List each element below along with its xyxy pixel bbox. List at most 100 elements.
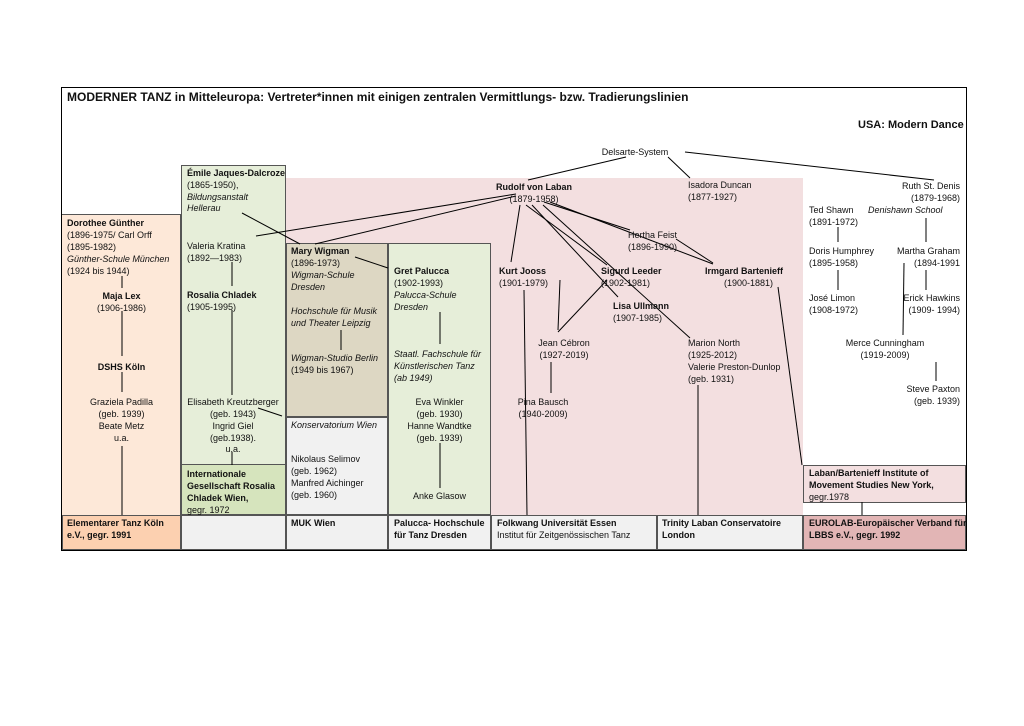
preston-name: Valerie Preston-Dunlop <box>688 362 781 372</box>
kreutzberger-name: Elisabeth Kreutzberger <box>187 397 279 407</box>
link-laban-leeder <box>525 204 608 266</box>
laban-name: Rudolf von Laban <box>496 182 572 192</box>
igrcw-line-4: gegr. 1972 <box>187 505 230 515</box>
shawn-name: Ted Shawn <box>809 205 854 215</box>
ullmann-years: (1907-1985) <box>613 313 663 323</box>
winkler-years: (geb. 1930) <box>416 409 463 419</box>
lex-years: (1906-1986) <box>96 303 147 313</box>
metz-name: Beate Metz <box>98 421 145 431</box>
bartenieff-name: Irmgard Bartenieff <box>705 266 784 276</box>
footer-eurolab-box <box>803 515 966 550</box>
kreutzberger-ua: u.a. <box>225 444 241 454</box>
link-leeder-cebron-2 <box>557 279 561 331</box>
footer-folkwang-box <box>491 515 657 550</box>
diagram-frame <box>61 87 967 551</box>
laban-years: (1879-1958) <box>509 194 559 204</box>
link-laban-ullmann <box>531 204 619 298</box>
north-name: Marion North <box>688 338 741 348</box>
wigman-school-2: Dresden <box>291 282 326 292</box>
footer-palucca-line-1: Palucca- Hochschule <box>394 518 485 528</box>
link-laban-wigman <box>314 195 517 245</box>
paxton-years: (geb. 1939) <box>913 396 960 406</box>
link-laban-kratina <box>255 193 517 237</box>
ullmann-name: Lisa Ullmann <box>613 301 670 311</box>
wigman-studio-2: (1949 bis 1967) <box>291 365 354 375</box>
dalcroze-school-2: Hellerau <box>187 203 221 213</box>
footer-muk: MUK Wien <box>291 518 336 528</box>
dalcroze-school-1: Bildungsanstalt <box>187 192 249 202</box>
shawn-years: (1891-1972) <box>809 217 859 227</box>
footer-trinity-line-1: Trinity Laban Conservatoire <box>662 518 782 528</box>
footer-eurolab-line-1: EUROLAB-Europäischer Verband für <box>809 518 967 528</box>
footer-folkwang-line-1: Folkwang Universität Essen <box>497 518 617 528</box>
usa-heading: USA: Modern Dance <box>858 119 964 131</box>
konservatorium-box <box>286 417 388 515</box>
laban-institute-box <box>803 465 966 503</box>
link-jooss-folkwang <box>523 289 528 516</box>
limon-years: (1908-1972) <box>809 305 859 315</box>
palucca-school-1: Palucca-Schule <box>394 290 457 300</box>
leeder-name: Sigurd Leeder <box>601 266 662 276</box>
palucca-years: (1902-1993) <box>394 278 444 288</box>
igrcw-line-2: Gesellschaft Rosalia <box>187 481 276 491</box>
stdenis-years: (1879-1968) <box>910 193 960 203</box>
footer-koeln-line-1: Elementarer Tanz Köln <box>67 518 164 528</box>
lex-name: Maja Lex <box>102 291 141 301</box>
aichinger-name: Manfred Aichinger <box>291 478 364 488</box>
link-graham-cunningham <box>902 262 905 336</box>
kratina-name: Valeria Kratina <box>187 241 246 251</box>
north-years: (1925-2012) <box>688 350 738 360</box>
cebron-name: Jean Cébron <box>538 338 590 348</box>
denishawn-school: Denishawn School <box>868 205 943 215</box>
glasow-name: Anke Glasow <box>412 491 467 501</box>
footer-folkwang-line-2: Institut für Zeitgenössischen Tanz <box>497 530 631 540</box>
kreutzberger-years: (geb. 1943) <box>209 409 257 419</box>
giel-name: Ingrid Giel <box>212 421 254 431</box>
bartenieff-years: (1900-1881) <box>724 278 774 288</box>
graham-name: Martha Graham <box>896 246 960 256</box>
bausch-years: (1940-2009) <box>518 409 568 419</box>
dshs-node: DSHS Köln <box>97 362 146 372</box>
palucca-name: Gret Palucca <box>394 266 450 276</box>
aichinger-years: (geb. 1960) <box>291 490 338 500</box>
link-laban-north <box>542 204 691 339</box>
wigman-name: Mary Wigman <box>291 246 350 256</box>
graham-years: (1894-1991 <box>913 258 960 268</box>
footer-chladek-box <box>181 515 286 550</box>
footer-trinity-box <box>657 515 803 550</box>
leeder-years: (1902-1981) <box>601 278 651 288</box>
winkler-name: Eva Winkler <box>415 397 464 407</box>
footer-koeln-line-2: e.V., gegr. 1991 <box>67 530 132 540</box>
guenther-line-2: (1895-1982) <box>67 242 117 252</box>
hawkins-name: Erick Hawkins <box>903 293 960 303</box>
feist-years: (1896-1990) <box>628 242 678 252</box>
wandtke-years: (geb. 1939) <box>416 433 463 443</box>
link-delsarte-stdenis <box>684 151 935 181</box>
footer-palucca-line-2: für Tanz Dresden <box>394 530 467 540</box>
footer-trinity-line-2: London <box>662 530 695 540</box>
limon-name: José Limon <box>809 293 856 303</box>
wigman-school-1: Wigman-Schule <box>291 270 355 280</box>
wigman-box <box>286 243 388 417</box>
wigman-hs-2: und Theater Leipzig <box>291 318 371 328</box>
humphrey-years: (1895-1958) <box>809 258 859 268</box>
chladek-years: (1905-1995) <box>187 302 237 312</box>
duncan-years: (1877-1927) <box>688 192 738 202</box>
dalcroze-name: Émile Jaques-Dalcroze <box>187 168 286 178</box>
link-wigman-palucca <box>354 256 389 269</box>
paxton-name: Steve Paxton <box>906 384 960 394</box>
cunningham-years: (1919-2009) <box>860 350 910 360</box>
cunningham-name: Merce Cunningham <box>845 338 925 348</box>
delsarte-node: Delsarte-System <box>601 147 669 157</box>
konservatorium-label: Konservatorium Wien <box>291 420 377 430</box>
kratina-years: (1892—1983) <box>187 253 243 263</box>
chladek-society-box <box>181 464 286 515</box>
link-laban-jooss <box>510 204 521 263</box>
dalcroze-column <box>181 165 286 515</box>
palucca-fach-1: Staatl. Fachschule für <box>394 349 482 359</box>
feist-name: Hertha Feist <box>628 230 678 240</box>
dalcroze-years: (1865-1950), <box>187 180 239 190</box>
palucca-fach-3: (ab 1949) <box>394 373 433 383</box>
laban-institute-line-1: Laban/Bartenieff Institute of <box>809 468 929 478</box>
